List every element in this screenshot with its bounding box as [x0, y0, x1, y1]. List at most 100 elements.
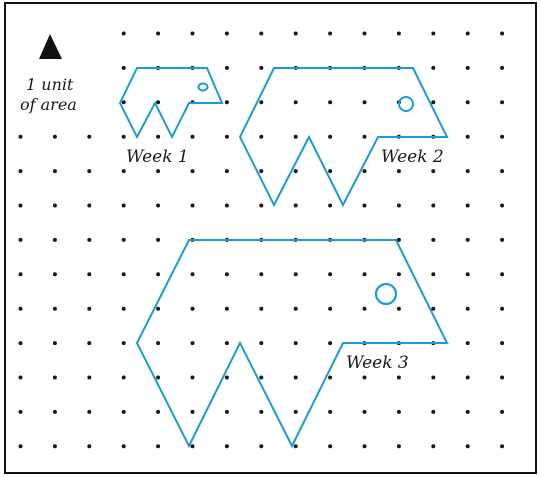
- grid-dot: [293, 409, 298, 414]
- grid-dot: [156, 203, 161, 208]
- grid-dot: [500, 31, 505, 36]
- grid-dot: [87, 237, 92, 242]
- grid-dot: [224, 65, 229, 70]
- grid-dot: [328, 203, 333, 208]
- grid-dot: [121, 100, 126, 105]
- grid-dot: [431, 444, 436, 449]
- grid-dot: [259, 203, 264, 208]
- grid-dot: [190, 203, 195, 208]
- grid-dot: [224, 169, 229, 174]
- grid-dot: [259, 31, 264, 36]
- grid-dot: [156, 31, 161, 36]
- grid-dot: [362, 169, 367, 174]
- grid-dot: [362, 306, 367, 311]
- grid-dot: [121, 409, 126, 414]
- grid-dot: [52, 237, 57, 242]
- week-3-eye-icon: [374, 282, 398, 306]
- grid-dot: [293, 169, 298, 174]
- grid-dot: [431, 31, 436, 36]
- grid-dot: [328, 375, 333, 380]
- grid-dot: [52, 409, 57, 414]
- grid-dot: [465, 272, 470, 277]
- grid-dot: [259, 306, 264, 311]
- grid-dot: [259, 65, 264, 70]
- grid-dot: [52, 306, 57, 311]
- grid-dot: [431, 237, 436, 242]
- grid-dot: [121, 169, 126, 174]
- grid-dot: [293, 203, 298, 208]
- week-2-figure: Week 2: [238, 67, 449, 208]
- grid-dot: [121, 444, 126, 449]
- grid-dot: [396, 31, 401, 36]
- grid-dot: [190, 272, 195, 277]
- grid-dot: [224, 100, 229, 105]
- week-2-outline: [238, 67, 449, 208]
- grid-dot: [121, 306, 126, 311]
- grid-dot: [224, 203, 229, 208]
- grid-dot: [52, 272, 57, 277]
- grid-dot: [500, 375, 505, 380]
- grid-dot: [224, 375, 229, 380]
- grid-dot: [465, 409, 470, 414]
- grid-dot: [500, 169, 505, 174]
- grid-dot: [362, 375, 367, 380]
- week-3-outline: [135, 239, 449, 449]
- grid-dot: [18, 169, 23, 174]
- grid-dot: [259, 341, 264, 346]
- grid-dot: [87, 306, 92, 311]
- grid-dot: [396, 306, 401, 311]
- grid-dot: [52, 375, 57, 380]
- week-2-eye-icon: [398, 96, 414, 112]
- grid-dot: [121, 203, 126, 208]
- grid-dot: [259, 444, 264, 449]
- grid-dot: [156, 341, 161, 346]
- grid-dot: [293, 134, 298, 139]
- grid-dot: [156, 306, 161, 311]
- grid-dot: [121, 272, 126, 277]
- grid-dot: [190, 375, 195, 380]
- grid-dot: [293, 306, 298, 311]
- grid-dot: [293, 444, 298, 449]
- figure-frame: [4, 2, 537, 474]
- grid-dot: [328, 134, 333, 139]
- grid-dot: [431, 65, 436, 70]
- grid-dot: [500, 134, 505, 139]
- grid-dot: [500, 237, 505, 242]
- grid-dot: [328, 444, 333, 449]
- grid-dot: [87, 409, 92, 414]
- dot-grid: [18, 31, 505, 449]
- grid-dot: [465, 134, 470, 139]
- grid-dot: [190, 409, 195, 414]
- grid-dot: [259, 375, 264, 380]
- grid-dot: [465, 237, 470, 242]
- grid-dot: [156, 169, 161, 174]
- grid-dot: [293, 100, 298, 105]
- grid-dot: [500, 272, 505, 277]
- grid-dot: [465, 375, 470, 380]
- grid-dot: [500, 444, 505, 449]
- grid-dot: [396, 444, 401, 449]
- grid-dot: [328, 272, 333, 277]
- grid-dot: [431, 272, 436, 277]
- grid-dot: [190, 306, 195, 311]
- grid-dot: [465, 31, 470, 36]
- grid-dot: [190, 444, 195, 449]
- grid-dot: [18, 409, 23, 414]
- grid-dot: [121, 65, 126, 70]
- grid-dot: [431, 375, 436, 380]
- grid-dot: [121, 341, 126, 346]
- grid-dot: [259, 409, 264, 414]
- week-3-label: Week 3: [346, 353, 409, 373]
- grid-dot: [500, 306, 505, 311]
- grid-dot: [259, 272, 264, 277]
- grid-dot: [52, 169, 57, 174]
- grid-dot: [293, 341, 298, 346]
- grid-dot: [87, 444, 92, 449]
- grid-dot: [18, 237, 23, 242]
- grid-dot: [431, 203, 436, 208]
- grid-dot: [362, 31, 367, 36]
- grid-dot: [18, 306, 23, 311]
- grid-dot: [465, 65, 470, 70]
- grid-dot: [465, 100, 470, 105]
